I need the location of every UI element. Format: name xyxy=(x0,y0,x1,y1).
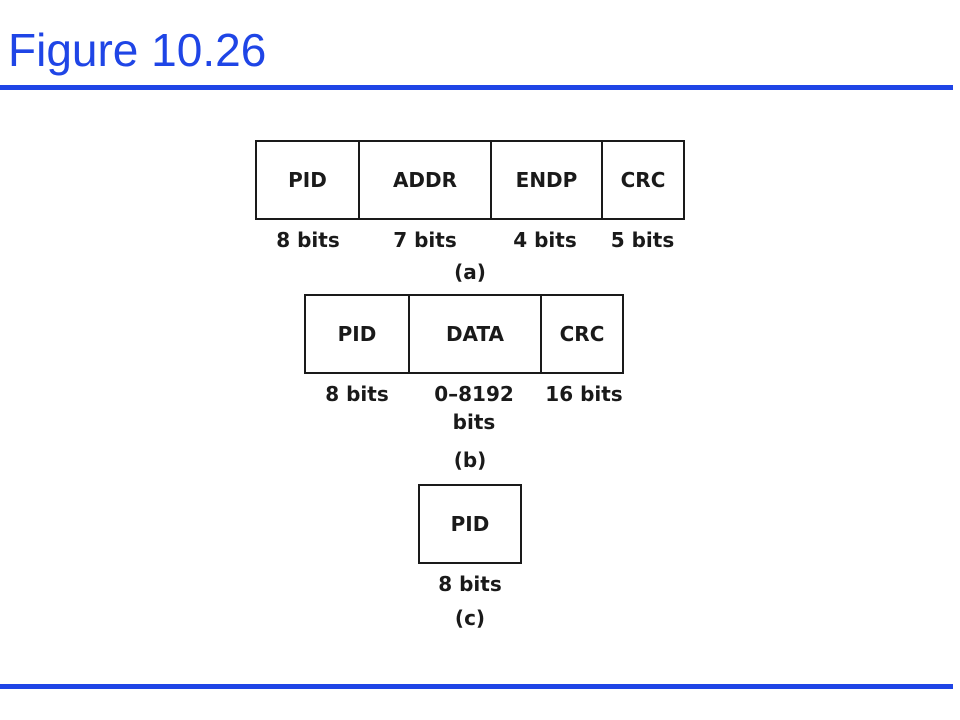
top-divider xyxy=(0,85,953,90)
size-b-pid: 8 bits xyxy=(325,382,389,406)
label-a: (a) xyxy=(454,260,486,284)
field-a-pid: PID xyxy=(257,142,360,218)
size-a-pid: 8 bits xyxy=(276,228,340,252)
field-b-data: DATA xyxy=(410,296,542,372)
size-a-addr: 7 bits xyxy=(393,228,457,252)
size-a-endp: 4 bits xyxy=(513,228,577,252)
field-c-pid: PID xyxy=(450,512,490,536)
field-a-addr: ADDR xyxy=(360,142,492,218)
bottom-divider xyxy=(0,684,953,689)
size-b-crc: 16 bits xyxy=(545,382,623,406)
size-b-data: 0–8192 xyxy=(434,382,514,406)
field-b-pid: PID xyxy=(306,296,410,372)
size-c-pid: 8 bits xyxy=(438,572,502,596)
label-c: (c) xyxy=(454,606,486,630)
label-b: (b) xyxy=(453,448,487,472)
size-b-data-line2: bits xyxy=(452,410,496,434)
page-title: Figure 10.26 xyxy=(8,24,267,76)
field-a-crc: CRC xyxy=(620,168,666,192)
packet-a: PID ADDR ENDP CRC xyxy=(255,140,685,220)
field-a-endp: ENDP xyxy=(492,142,603,218)
packet-c: PID xyxy=(418,484,522,564)
packet-b: PID DATA CRC xyxy=(304,294,624,374)
size-a-crc: 5 bits xyxy=(610,228,675,252)
field-b-crc: CRC xyxy=(559,322,605,346)
